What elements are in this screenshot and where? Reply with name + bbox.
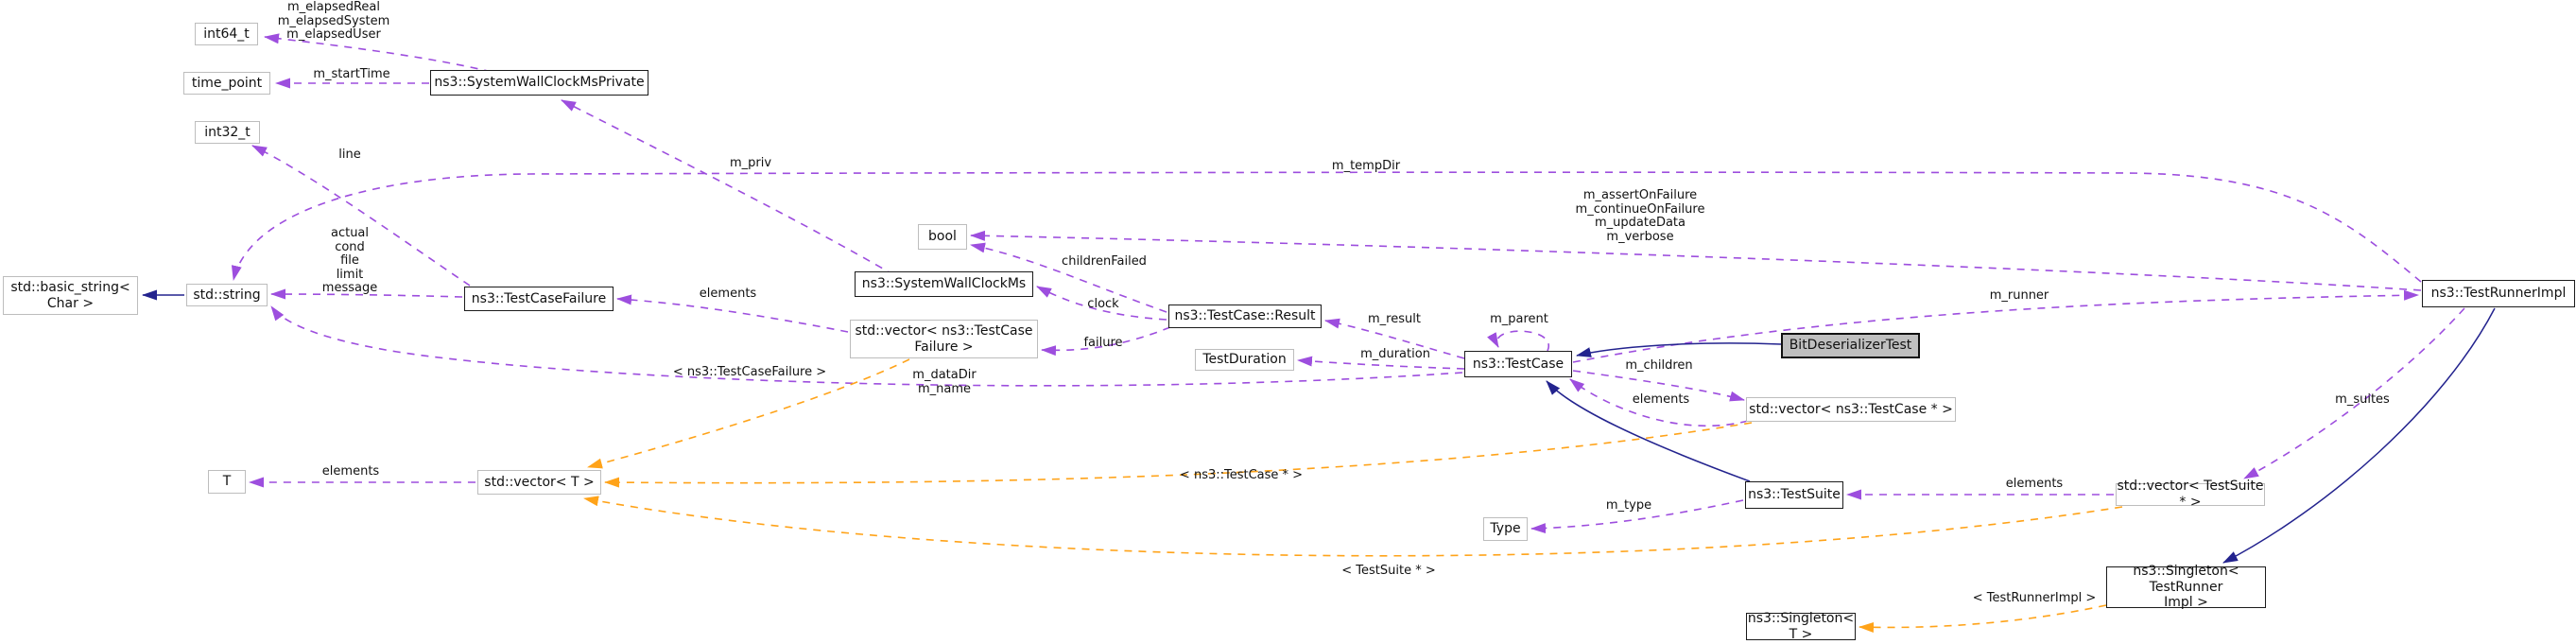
node-vector-testcasefailure: std::vector< ns3::TestCase Failure > [850, 320, 1038, 358]
edge-tpl-ts [583, 496, 2123, 557]
inheritance-edges [142, 289, 2496, 564]
node-type: Type [1483, 517, 1528, 541]
edge-m-temp-dir [231, 171, 2422, 283]
node-std-string: std::string [186, 284, 268, 306]
edge-label-m-data-dir: m_dataDir m_name [912, 368, 977, 396]
node-std-basic-string: std::basic_string< Char > [3, 276, 138, 315]
edge-label-clock: clock [1087, 297, 1119, 311]
edge-inherit-testsuite [1546, 380, 1751, 482]
edge-m-result [1324, 318, 1465, 359]
edge-label-tpl-ts: < TestSuite * > [1341, 564, 1436, 578]
edge-failure [1041, 326, 1171, 357]
edge-label-assert-flags: m_assertOnFailure m_continueOnFailure m_… [1575, 188, 1705, 244]
edge-children-failed [970, 242, 1167, 313]
node-int64-t: int64_t [195, 23, 258, 45]
edge-tpl-tri [1859, 604, 2107, 633]
edge-clock [1036, 286, 1167, 321]
edge-label-failure: failure [1083, 336, 1123, 350]
edge-label-m-suites: m_suites [2335, 392, 2390, 407]
edge-tpl-tcf [587, 358, 910, 469]
node-testduration: TestDuration [1195, 349, 1294, 371]
edge-label-m-runner: m_runner [1989, 288, 2049, 303]
edge-label-tpl-tcf: < ns3::TestCaseFailure > [672, 365, 827, 379]
edge-label-m-elapsed: m_elapsedReal m_elapsedSystem m_elapsedU… [277, 0, 390, 42]
edge-label-elements-ts: elements [2005, 477, 2064, 491]
edge-label-tpl-tc: < ns3::TestCase * > [1179, 468, 1304, 482]
node-testrunnerimpl[interactable]: ns3::TestRunnerImpl [2422, 280, 2575, 307]
edge-label-m-priv: m_priv [729, 156, 772, 170]
edge-label-m-duration: m_duration [1360, 347, 1430, 361]
edge-label-m-children: m_children [1625, 358, 1693, 373]
edge-label-elements-tc: elements [1632, 392, 1690, 407]
edge-label-elements-tcf: elements [699, 287, 757, 301]
edge-inherit-singleton [2222, 307, 2496, 564]
edge-tpl-tc [604, 422, 1753, 488]
edge-label-m-result: m_result [1368, 312, 1421, 326]
edge-inherit-bitdeserializer [1576, 342, 1782, 357]
edge-m-priv [561, 99, 895, 276]
node-bitdeserializertest: BitDeserializerTest [1781, 333, 1920, 358]
edge-label-m-temp-dir: m_tempDir [1331, 159, 1401, 173]
edge-elements-tcf [616, 294, 849, 333]
edge-label-children-failed: childrenFailed [1062, 254, 1147, 269]
node-time-point: time_point [183, 72, 270, 95]
node-t: T [208, 470, 246, 494]
node-singleton-testrunnerimpl[interactable]: ns3::Singleton< TestRunner Impl > [2106, 564, 2266, 610]
edge-elements-tc [1569, 378, 1749, 427]
edge-label-tpl-tri: < TestRunnerImpl > [1972, 591, 2097, 605]
edge-m-runner [1572, 289, 2419, 363]
node-testcase-result[interactable]: ns3::TestCase::Result [1168, 305, 1322, 328]
member-edges [231, 33, 2465, 534]
edge-m-duration [1297, 356, 1465, 370]
edge-assert-flags [970, 230, 2422, 291]
edge-m-parent-loop [1487, 330, 1550, 352]
template-edges [583, 358, 2123, 633]
edge-m-children [1572, 370, 1745, 402]
edge-m-suites [2243, 307, 2465, 479]
edge-label-m-start-time: m_startTime [313, 67, 390, 81]
edge-m-elapsed [264, 33, 493, 73]
node-int32-t: int32_t [195, 121, 260, 144]
edge-m-type [1530, 499, 1744, 534]
edge-label-line: line [338, 148, 361, 162]
node-vector-t: std::vector< T > [477, 470, 601, 495]
node-bool: bool [918, 224, 967, 250]
edge-label-elements-t: elements [321, 464, 380, 479]
node-singleton-t[interactable]: ns3::Singleton< T > [1746, 610, 1856, 642]
edge-line [251, 145, 471, 287]
node-testsuite[interactable]: ns3::TestSuite [1745, 481, 1843, 509]
node-systemwallclockms[interactable]: ns3::SystemWallClockMs [855, 271, 1033, 297]
node-vector-testsuite-ptr: std::vector< TestSuite * > [2116, 479, 2265, 510]
node-systemwallclockmsprivate[interactable]: ns3::SystemWallClockMsPrivate [430, 70, 648, 96]
edge-label-failure-fields: actual cond file limit message [321, 226, 378, 295]
node-testcase[interactable]: ns3::TestCase [1464, 351, 1572, 377]
node-vector-testcase-ptr: std::vector< ns3::TestCase * > [1746, 397, 1956, 422]
node-testcasefailure[interactable]: ns3::TestCaseFailure [464, 287, 614, 311]
edge-label-m-type: m_type [1605, 498, 1652, 513]
edge-label-m-parent: m_parent [1490, 312, 1548, 326]
